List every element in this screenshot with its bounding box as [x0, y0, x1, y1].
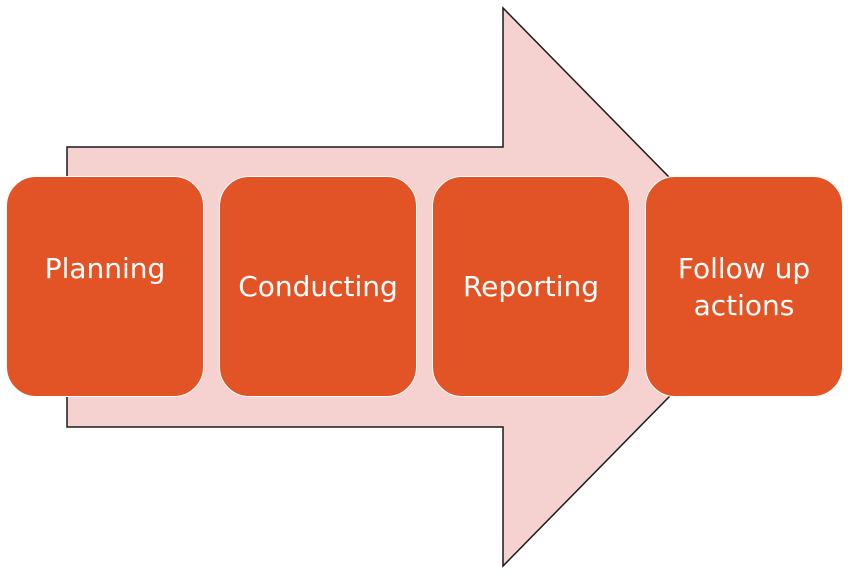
process-arrow [66, 6, 779, 568]
step-label: Follow up actions [677, 251, 811, 322]
step-follow-up-actions: Follow up actions [645, 176, 843, 397]
step-label: Reporting [462, 270, 600, 303]
step-conducting: Conducting [219, 176, 417, 397]
step-reporting: Reporting [432, 176, 630, 397]
step-label: Planning [44, 252, 166, 285]
step-label: Conducting [238, 270, 398, 303]
step-planning: Planning [6, 176, 204, 397]
